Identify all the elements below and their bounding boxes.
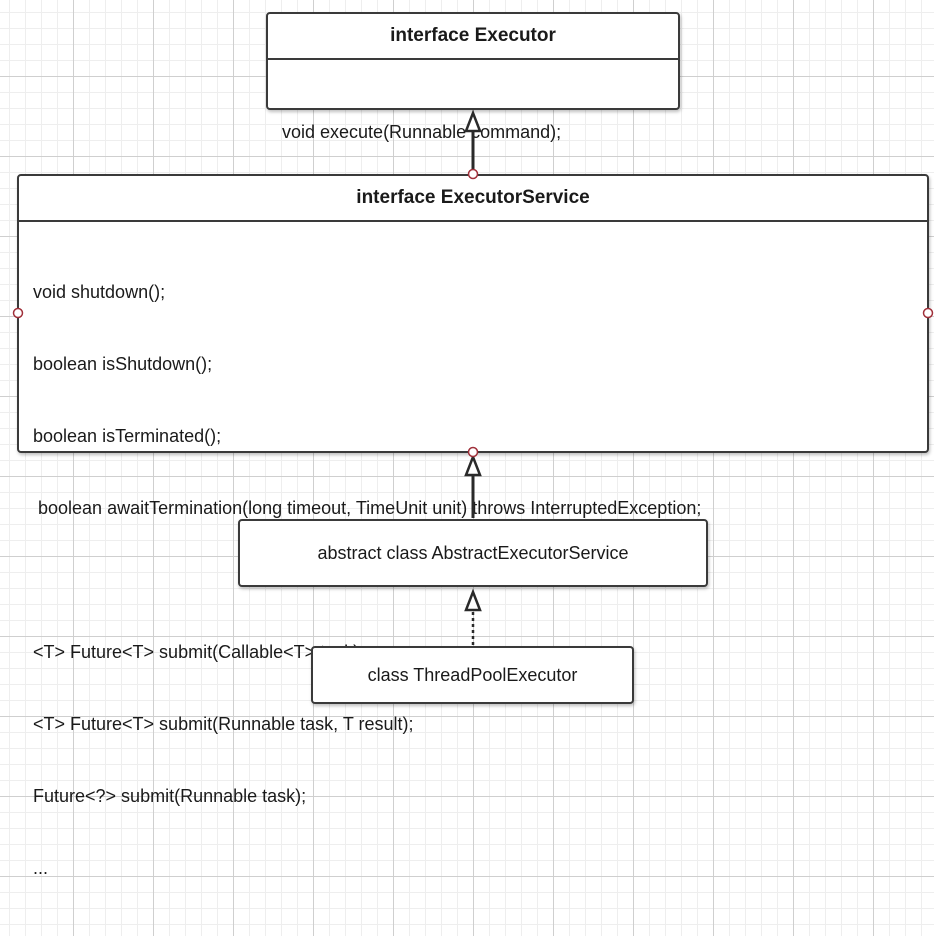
method-is-terminated: boolean isTerminated(); <box>33 426 222 446</box>
abstract-executor-service-box[interactable]: abstract class AbstractExecutorService <box>238 519 708 587</box>
connection-point-left[interactable] <box>12 307 24 319</box>
connection-point-right[interactable] <box>922 307 934 319</box>
method-await-termination: boolean awaitTermination(long timeout, T… <box>33 498 702 518</box>
executor-method: void execute(Runnable command); <box>282 122 562 142</box>
inheritance-arrow-abstract-to-executor-service[interactable] <box>464 453 482 518</box>
method-submit-runnable: Future<?> submit(Runnable task); <box>33 786 307 806</box>
dotted-arrow-thread-pool-to-abstract[interactable] <box>464 588 482 645</box>
thread-pool-executor-box[interactable]: class ThreadPoolExecutor <box>311 646 634 704</box>
executor-service-interface-box[interactable]: interface ExecutorService void shutdown(… <box>17 174 929 878</box>
connectors-layer <box>12 109 934 645</box>
executor-methods: void execute(Runnable command); <box>268 60 678 200</box>
inheritance-arrow-executor-service-to-executor[interactable] <box>464 109 482 172</box>
method-ellipsis: ... <box>33 858 49 878</box>
executor-service-title: interface ExecutorService <box>19 176 927 222</box>
thread-pool-executor-label: class ThreadPoolExecutor <box>367 664 578 685</box>
executor-title: interface Executor <box>268 14 678 60</box>
connection-point-bottom[interactable] <box>467 446 479 458</box>
method-is-shutdown: boolean isShutdown(); <box>33 354 213 374</box>
executor-interface-box[interactable]: interface Executor void execute(Runnable… <box>266 12 680 142</box>
method-shutdown: void shutdown(); <box>33 282 166 302</box>
abstract-executor-service-label: abstract class AbstractExecutorService <box>317 542 629 563</box>
method-submit-runnable-result: <T> Future<T> submit(Runnable task, T re… <box>33 714 414 734</box>
connection-point-top[interactable] <box>467 168 479 180</box>
